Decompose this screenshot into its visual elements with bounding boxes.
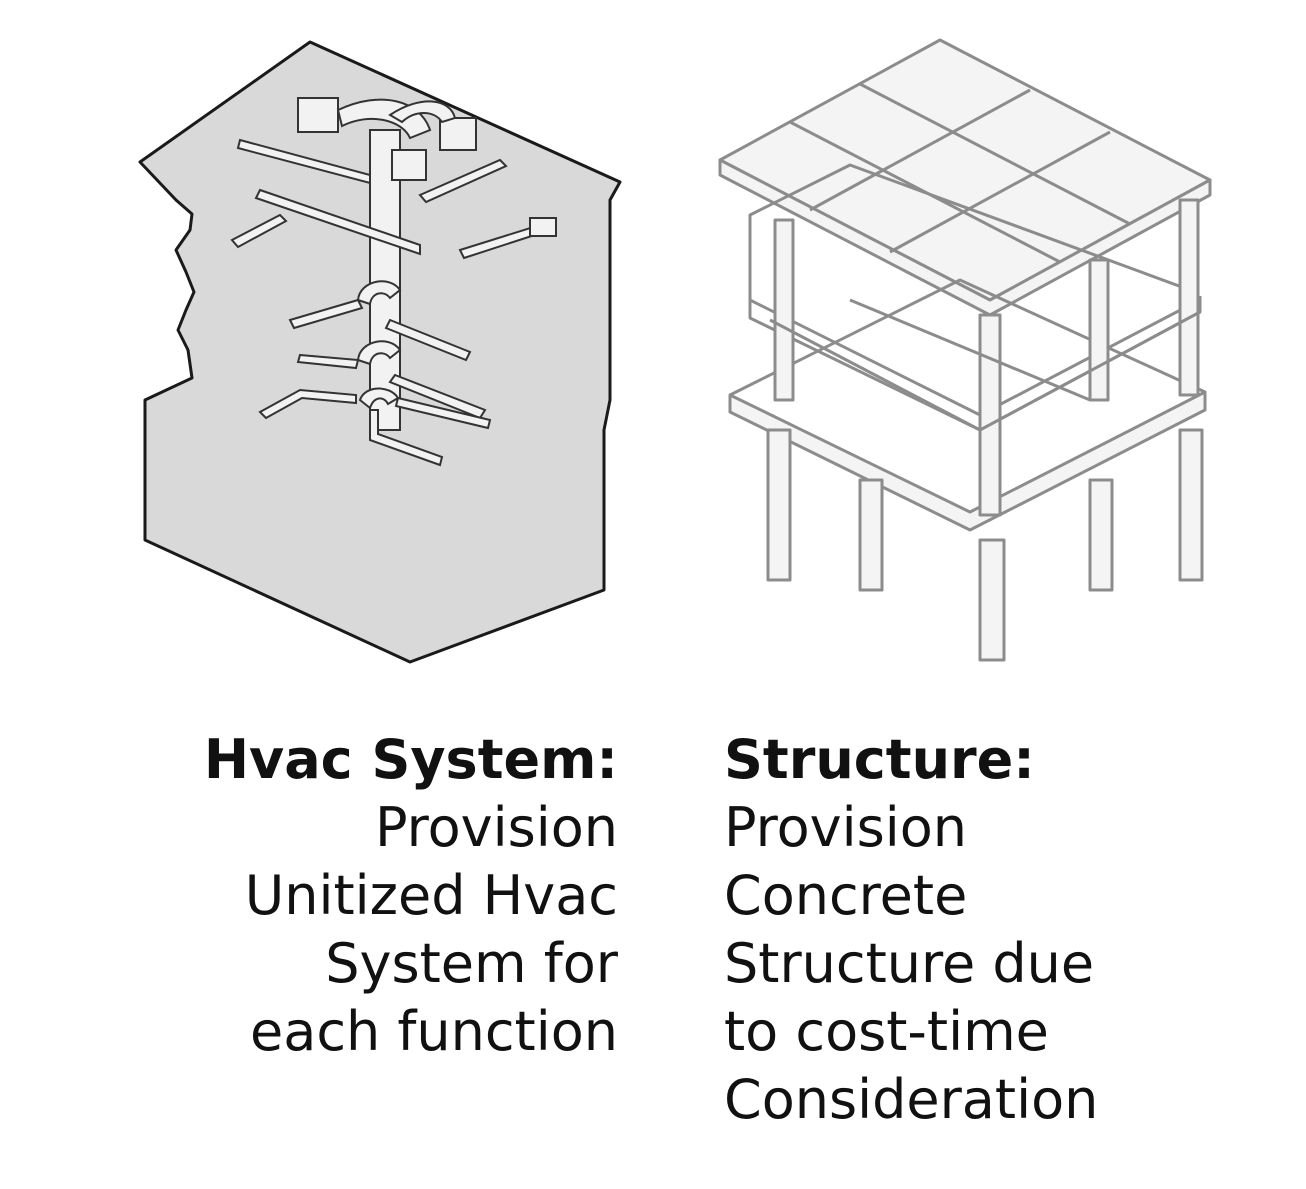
- hvac-caption: Hvac System: Provision Unitized Hvac Sys…: [204, 726, 618, 1066]
- structure-line-2: Concrete: [724, 864, 968, 927]
- column-upper-right: [1178, 198, 1200, 397]
- structure-line-1: Provision: [724, 796, 968, 859]
- hvac-line-2: Unitized Hvac: [244, 864, 618, 927]
- elbow-duct-l3: [356, 280, 402, 306]
- structure-caption: Structure: Provision Concrete Structure …: [724, 726, 1098, 1134]
- floor-slab-1: [728, 390, 1207, 532]
- hvac-line-4: each function: [250, 1000, 618, 1063]
- curved-duct-top-2: [388, 100, 457, 124]
- hvac-system-diagram: [138, 40, 622, 664]
- ahu-unit-2: [439, 117, 477, 151]
- column-upper-center: [978, 313, 1002, 517]
- column-upper-left: [773, 218, 795, 402]
- column-upper-mid: [1088, 258, 1110, 402]
- structure-frame: [718, 38, 1212, 662]
- hvac-ductwork: [230, 97, 557, 467]
- structure-line-5: Consideration: [724, 1068, 1099, 1131]
- ahu-unit-3: [391, 149, 427, 181]
- floor-slab-2: [748, 296, 1202, 432]
- duct-branch-l5-right: [394, 396, 492, 430]
- column-front-right: [1178, 428, 1204, 582]
- structure-line-3: Structure due: [724, 932, 1095, 995]
- roof-grid-line-2: [859, 82, 1131, 226]
- duct-branch-l4-left: [296, 353, 360, 370]
- column-front-left: [766, 428, 792, 582]
- beam-level-2-left: [769, 318, 981, 432]
- duct-branch-top: [236, 138, 371, 185]
- elbow-duct-l5: [358, 387, 400, 410]
- elbow-duct-l4: [356, 340, 402, 366]
- duct-branch-top-right: [418, 158, 508, 204]
- roof-slab-edge: [718, 158, 1212, 317]
- column-mid-left: [858, 478, 884, 592]
- duct-branch-l2-left: [254, 188, 421, 256]
- structure-diagram: [718, 38, 1212, 662]
- hvac-heading: Hvac System:: [203, 728, 618, 791]
- beam-level-2-right: [979, 310, 1201, 432]
- column-mid-right: [1088, 478, 1114, 592]
- structure-line-4: to cost-time: [724, 1000, 1049, 1063]
- duct-branch-l3-right: [384, 318, 472, 362]
- structure-heading: Structure:: [724, 728, 1035, 791]
- duct-branch-l5-left: [258, 388, 357, 420]
- duct-branch-l2-west: [230, 213, 288, 249]
- duct-branch-l5-down: [369, 409, 444, 467]
- roof-grid-line-3: [809, 88, 1031, 212]
- hvac-line-3: System for: [325, 932, 618, 995]
- diffuser-l2: [529, 217, 557, 237]
- duct-branch-l3-left: [288, 298, 364, 330]
- column-front-center: [978, 538, 1006, 662]
- roof-grid-line-4: [889, 130, 1111, 254]
- hvac-line-1: Provision: [374, 796, 618, 859]
- beam-level-3-inner: [849, 298, 1091, 402]
- ahu-unit-1: [297, 97, 339, 133]
